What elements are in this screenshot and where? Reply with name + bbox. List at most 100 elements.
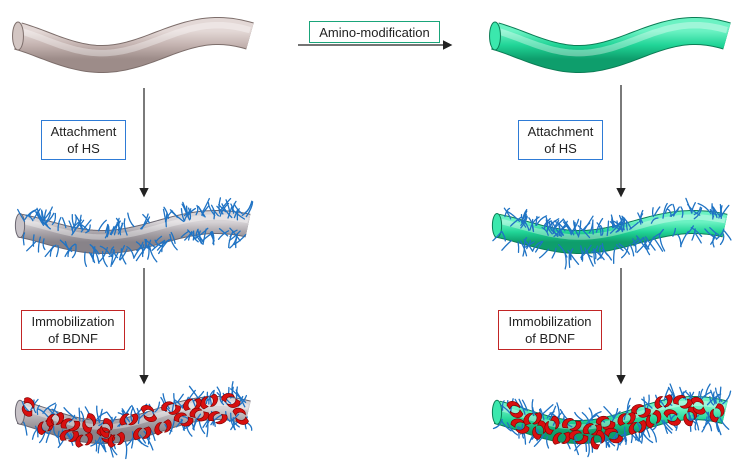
hs-strand bbox=[174, 399, 184, 408]
hs-strand bbox=[202, 197, 210, 212]
hs-strand bbox=[558, 244, 568, 258]
hs-strand bbox=[108, 249, 115, 258]
bdnf-lobe bbox=[544, 421, 555, 435]
hs-strand bbox=[236, 208, 240, 221]
hs-strand bbox=[587, 439, 590, 458]
immobilization-right-line2: of BDNF bbox=[525, 331, 575, 346]
bdnf-protein bbox=[561, 417, 582, 432]
bdnf-lobe bbox=[128, 413, 139, 426]
attachment-left-line2: of HS bbox=[67, 141, 100, 156]
hs-strand bbox=[672, 203, 676, 217]
hs-strand bbox=[612, 220, 621, 229]
hs-strand bbox=[721, 204, 730, 216]
bdnf-protein bbox=[46, 411, 65, 428]
hs-strand bbox=[92, 246, 100, 264]
hs-strand bbox=[687, 203, 701, 216]
hs-strand bbox=[669, 208, 679, 217]
hs-strand bbox=[553, 218, 564, 230]
hs-strand bbox=[233, 209, 239, 219]
bdnf-lobe bbox=[692, 406, 706, 415]
bdnf-lobe bbox=[207, 411, 221, 422]
bdnf-protein bbox=[173, 412, 194, 427]
hs-strand bbox=[188, 385, 199, 399]
bdnf-protein bbox=[82, 413, 97, 433]
hs-strand bbox=[533, 433, 545, 447]
bdnf-lobe bbox=[86, 413, 97, 427]
bdnf-protein bbox=[604, 427, 624, 444]
bdnf-lobe bbox=[683, 413, 694, 427]
hs-strand bbox=[247, 422, 253, 431]
bdnf-lobe bbox=[509, 409, 524, 418]
hs-strand bbox=[501, 400, 505, 411]
bdnf-lobe bbox=[154, 422, 163, 436]
hs-strand bbox=[703, 418, 713, 432]
hs-strand bbox=[644, 236, 656, 251]
hs-strand bbox=[543, 217, 551, 227]
hs-strand bbox=[99, 245, 111, 255]
hs-strand bbox=[669, 383, 676, 399]
hs-strand bbox=[659, 399, 667, 409]
hs-strand bbox=[100, 442, 107, 453]
hs-strand bbox=[719, 233, 725, 246]
bdnf-lobe bbox=[609, 434, 624, 444]
hs-strand bbox=[589, 411, 602, 422]
hs-strand bbox=[541, 226, 549, 236]
bdnf-lobe bbox=[215, 413, 228, 425]
bdnf-protein bbox=[99, 418, 113, 438]
hs-strand bbox=[518, 398, 526, 416]
hs-strand bbox=[136, 241, 144, 252]
hs-strand bbox=[714, 387, 723, 403]
hs-strand bbox=[170, 210, 185, 223]
amino-modification-text: Amino-modification bbox=[319, 24, 430, 40]
hs-strand bbox=[613, 246, 616, 265]
hs-strand bbox=[217, 230, 230, 240]
hs-strand bbox=[73, 219, 85, 230]
hs-strand bbox=[611, 216, 615, 228]
hs-strand bbox=[539, 408, 545, 421]
hs-strand bbox=[98, 246, 108, 263]
hs-strand bbox=[621, 219, 626, 233]
bdnf-protein bbox=[532, 420, 547, 440]
hs-strand bbox=[52, 426, 59, 439]
hs-strand bbox=[616, 244, 624, 252]
hs-strand bbox=[206, 419, 209, 438]
hs-strand bbox=[78, 407, 81, 422]
fiber-amino-top-end-cap bbox=[489, 21, 501, 51]
hs-strand bbox=[722, 390, 732, 405]
bdnf-lobe bbox=[506, 401, 520, 410]
hs-strand bbox=[225, 199, 231, 213]
hs-strand bbox=[43, 209, 47, 222]
hs-strand bbox=[610, 214, 614, 228]
attachment-label-left: Attachment of HS bbox=[41, 120, 126, 160]
bdnf-lobe bbox=[209, 393, 218, 407]
hs-strand bbox=[710, 389, 716, 405]
hs-strand bbox=[67, 247, 73, 258]
bdnf-protein bbox=[75, 432, 93, 448]
hs-strand bbox=[550, 221, 559, 238]
hs-strand bbox=[687, 412, 696, 424]
hs-strand bbox=[71, 243, 77, 259]
hs-strand bbox=[36, 404, 40, 416]
hs-strand bbox=[241, 203, 252, 217]
fiber-plain-hs bbox=[14, 197, 254, 268]
hs-strand bbox=[34, 425, 39, 438]
bdnf-lobe bbox=[549, 415, 560, 430]
hs-strand bbox=[68, 414, 76, 423]
hs-strand bbox=[568, 250, 580, 265]
hs-strand bbox=[191, 397, 196, 407]
hs-strand bbox=[719, 203, 723, 220]
hs-strand bbox=[507, 211, 521, 222]
hs-strand bbox=[42, 402, 57, 414]
bdnf-protein bbox=[506, 401, 524, 418]
hs-strand bbox=[601, 248, 613, 261]
hs-strand bbox=[24, 208, 38, 220]
bdnf-lobe bbox=[37, 421, 47, 436]
hs-strand bbox=[501, 230, 506, 242]
hs-strand bbox=[110, 250, 114, 268]
bdnf-lobe bbox=[568, 430, 582, 441]
hs-strand bbox=[216, 386, 222, 397]
hs-strand bbox=[520, 215, 528, 226]
bdnf-protein bbox=[221, 393, 241, 408]
hs-strand bbox=[229, 229, 238, 238]
